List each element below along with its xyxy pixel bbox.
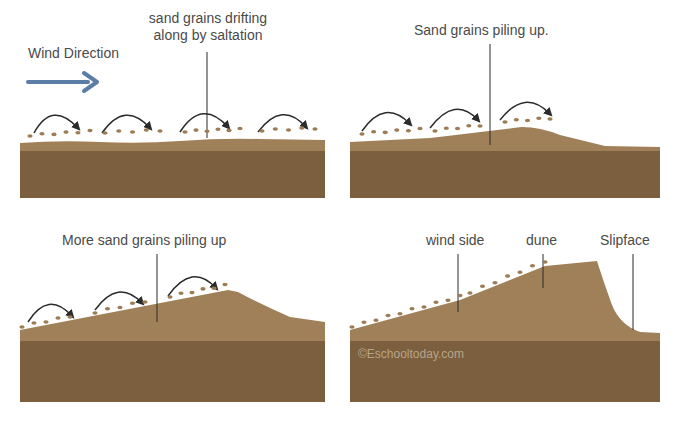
callout-label: More sand grains piling up xyxy=(62,232,226,249)
ground-panel xyxy=(20,139,325,198)
sand-grain xyxy=(204,129,209,133)
sand-grain xyxy=(517,271,522,275)
sand-grain xyxy=(116,129,121,133)
sand-grain xyxy=(525,119,530,123)
sand-grain xyxy=(394,128,399,132)
sand-grain xyxy=(349,325,354,329)
sand-grain xyxy=(444,127,449,131)
sand-grain xyxy=(193,128,198,132)
sand-grain xyxy=(31,321,36,325)
sand-grain xyxy=(480,285,485,289)
sand-grain xyxy=(226,129,231,133)
callout-label: Slipface xyxy=(600,232,650,249)
sand-grain xyxy=(142,300,147,304)
sand-grain xyxy=(144,128,149,132)
sand-grain xyxy=(43,320,48,324)
sand-grain xyxy=(102,131,107,135)
sand-grain xyxy=(466,124,471,128)
sand-grain xyxy=(51,133,56,137)
sand-grain xyxy=(167,295,172,299)
callout-label: sand grains drifting along by saltation xyxy=(138,10,278,44)
sand-grain xyxy=(182,130,187,134)
sand-grain xyxy=(157,129,162,133)
sand-grain xyxy=(371,130,376,134)
sand-grain xyxy=(417,127,422,131)
sand-grain xyxy=(457,294,462,298)
ground-panel xyxy=(350,261,660,402)
sand-grain xyxy=(75,131,80,135)
sand-grain xyxy=(530,264,535,268)
sand-grain xyxy=(189,291,194,295)
sand-grain xyxy=(383,131,388,135)
ground-panel xyxy=(20,290,325,402)
sand-grain xyxy=(130,130,135,134)
sand-grain xyxy=(505,274,510,278)
sand-grain xyxy=(215,128,220,132)
sand-grain xyxy=(299,126,304,130)
sand-grain xyxy=(259,129,264,133)
sand-grain xyxy=(445,299,450,303)
sand-grain xyxy=(361,320,366,324)
sand-grain xyxy=(211,286,216,290)
sand-grain xyxy=(19,325,24,329)
sand-grain xyxy=(397,312,402,316)
sand-grain xyxy=(237,127,242,131)
sand-grain xyxy=(547,117,552,121)
sand-grain xyxy=(92,311,97,315)
sand-grain xyxy=(55,316,60,320)
callout-label: dune xyxy=(526,232,557,249)
sand-grain xyxy=(222,283,227,287)
sand-grain xyxy=(542,260,547,264)
saltation-arrows xyxy=(28,102,550,322)
sand-grain xyxy=(105,307,110,311)
sand-grain xyxy=(502,120,507,124)
callout-label: Sand grains piling up. xyxy=(414,22,549,39)
sand-grain xyxy=(536,117,541,121)
sand-grains xyxy=(19,117,552,329)
sand-grain xyxy=(406,129,411,133)
sand-grain xyxy=(178,292,183,296)
sand-grain xyxy=(130,302,135,306)
sand-grain xyxy=(373,319,378,323)
sand-grain xyxy=(312,127,317,131)
sand-grain xyxy=(273,127,278,131)
sand-grain xyxy=(359,132,364,136)
sand-grain xyxy=(514,118,519,122)
sand-grain xyxy=(385,314,390,318)
sand-grain xyxy=(455,127,460,131)
sand-grain xyxy=(63,130,68,134)
sand-grain xyxy=(409,307,414,311)
sand-grain xyxy=(477,124,482,128)
sand-grain xyxy=(432,129,437,133)
wind-label: Wind Direction xyxy=(28,45,119,62)
sand-grain xyxy=(117,306,122,310)
callout-label: wind side xyxy=(426,232,484,249)
wind-arrow xyxy=(28,73,97,91)
sand-grain xyxy=(492,281,497,285)
sand-grain xyxy=(467,291,472,295)
sand-grain xyxy=(286,128,291,132)
leader-lines xyxy=(157,44,633,330)
watermark: ©Eschooltoday.com xyxy=(358,346,464,363)
sand-grain xyxy=(27,134,32,138)
sand-grain xyxy=(200,287,205,291)
sand-grain xyxy=(39,132,44,136)
sand-grain xyxy=(67,315,72,319)
sand-grain xyxy=(433,300,438,304)
sand-grain xyxy=(87,129,92,133)
sand-grain xyxy=(421,305,426,309)
ground-panel xyxy=(350,127,660,198)
